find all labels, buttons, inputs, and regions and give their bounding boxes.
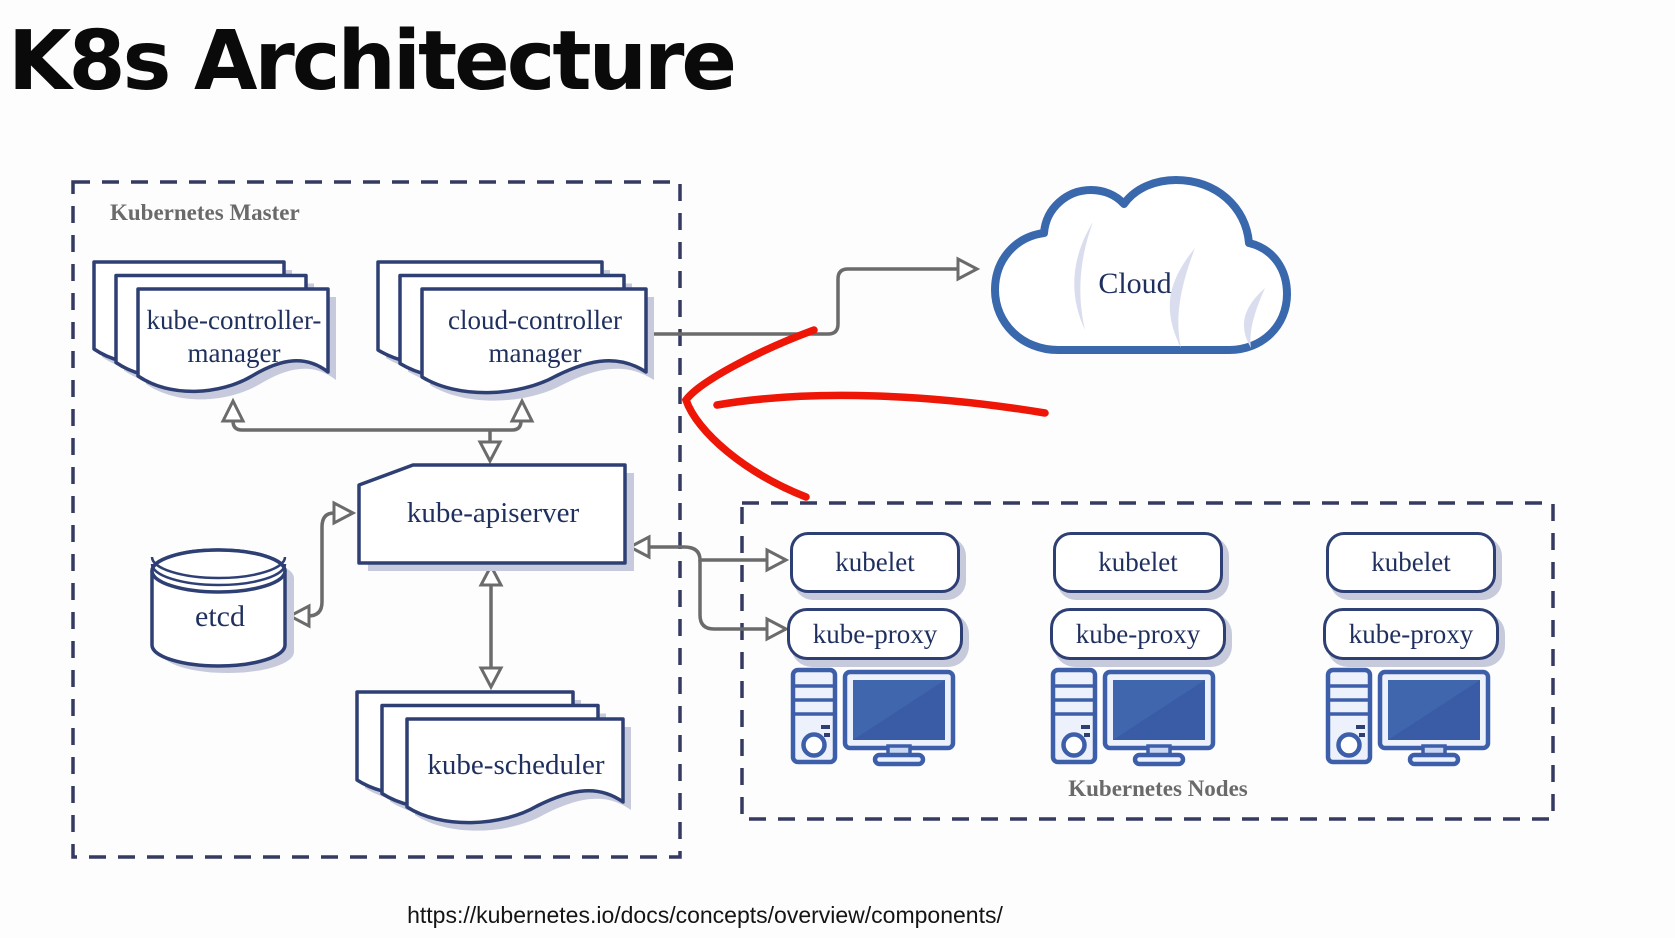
kubernetes-master-box xyxy=(71,180,682,859)
kube-proxy-box: kube-proxy xyxy=(1323,608,1499,660)
source-url: https://kubernetes.io/docs/concepts/over… xyxy=(407,902,1003,928)
kubernetes-master-label: Kubernetes Master xyxy=(110,200,300,225)
kube-scheduler-label: kube-scheduler xyxy=(427,749,605,782)
kubelet-box: kubelet xyxy=(1053,532,1223,593)
kube-proxy-box: kube-proxy xyxy=(1050,608,1226,660)
red-annotation-arrow xyxy=(681,326,1049,501)
kube-apiserver-shape xyxy=(357,463,634,571)
kubelet-box: kubelet xyxy=(1326,532,1496,593)
connector-apiserver-nodes xyxy=(626,534,790,642)
computer-icon xyxy=(1328,670,1488,764)
computer-icon xyxy=(793,670,953,764)
cloud-label: Cloud xyxy=(1098,266,1172,300)
etcd-cylinder xyxy=(150,548,294,673)
cloud-highlight xyxy=(1074,222,1093,330)
kube-proxy-box: kube-proxy xyxy=(787,608,963,660)
cloud-shape xyxy=(991,176,1291,354)
kubelet-box: kubelet xyxy=(790,532,960,593)
etcd-label: etcd xyxy=(195,599,245,633)
kubernetes-nodes-box xyxy=(740,501,1555,821)
connector-apiserver-scheduler xyxy=(478,562,504,691)
cloud-highlight xyxy=(1243,288,1265,348)
kube-controller-manager-label: kube-controller- manager xyxy=(146,305,322,368)
cloud-controller-manager-label: cloud-controller manager xyxy=(448,305,622,368)
computer-icon xyxy=(1053,670,1213,764)
kubernetes-nodes-label: Kubernetes Nodes xyxy=(1068,776,1248,801)
connector-cloudmanager-cloud xyxy=(650,256,981,336)
kube-apiserver-label: kube-apiserver xyxy=(406,497,580,530)
cloud-highlight xyxy=(1169,248,1195,348)
page-title: K8s Architecture xyxy=(8,14,737,109)
connector-managers-apiserver xyxy=(220,397,535,465)
connector-etcd-apiserver xyxy=(286,500,357,629)
